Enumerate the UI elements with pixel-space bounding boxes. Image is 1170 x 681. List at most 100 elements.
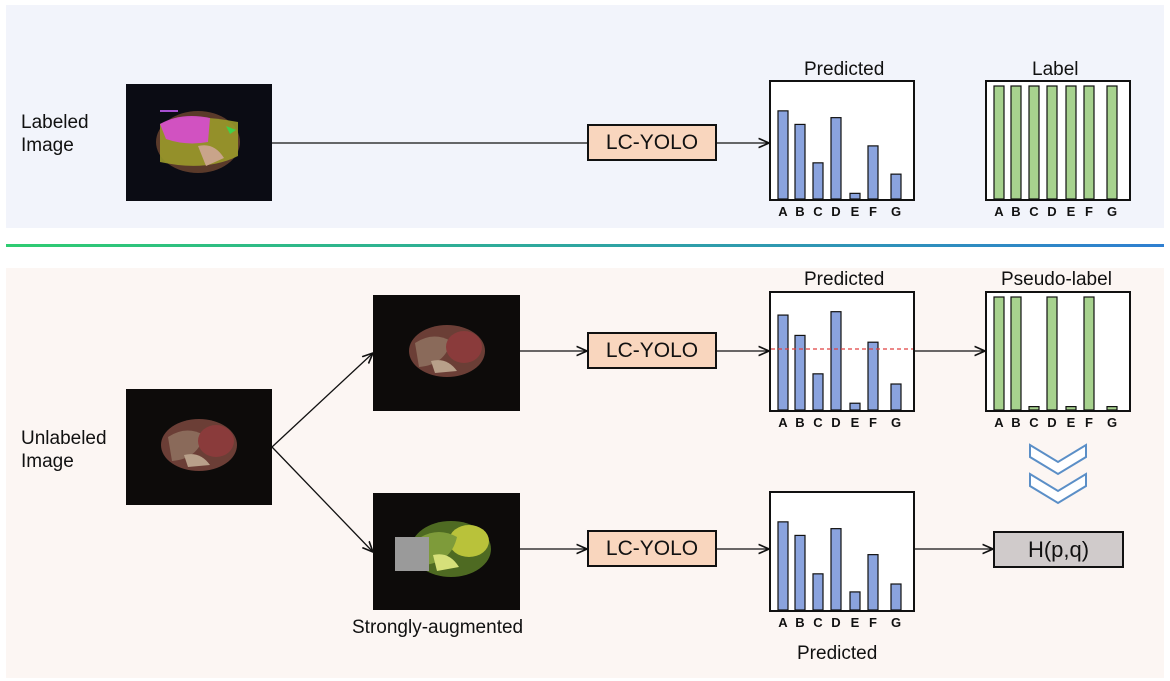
tick-label-g: G: [891, 415, 901, 430]
bar-b: [1010, 296, 1022, 411]
bar-b: [1010, 85, 1022, 200]
tick-label-a: A: [994, 415, 1004, 430]
bar-f: [867, 341, 879, 411]
section-divider: [6, 244, 1164, 247]
bar-c: [812, 162, 824, 200]
chart-frame: [985, 291, 1131, 412]
label-title: Label: [1032, 59, 1079, 80]
tick-label-g: G: [891, 204, 901, 219]
tick-label-g: G: [1107, 415, 1117, 430]
bar-d: [1046, 296, 1058, 411]
unlabeled-image-label: Unlabeled Image: [21, 427, 107, 473]
tick-label-c: C: [1029, 415, 1039, 430]
bar-e: [1065, 406, 1077, 411]
cross-entropy-loss-box: H(p,q): [993, 531, 1124, 568]
predicted-title-strong: Predicted: [797, 643, 878, 664]
bar-d: [830, 117, 842, 200]
bar-a: [777, 521, 789, 611]
labeled-label-line1: Labeled: [21, 112, 89, 133]
bar-f: [867, 554, 879, 611]
tick-label-d: D: [1047, 415, 1056, 430]
unlabeled-image: [126, 389, 272, 505]
bar-c: [812, 373, 824, 411]
lc-yolo-strong-box: LC-YOLO: [587, 530, 717, 567]
tick-label-a: A: [778, 615, 788, 630]
pseudo-label-title: Pseudo-label: [1001, 269, 1112, 290]
weak-augmented-image: [373, 295, 520, 411]
lc-yolo-labeled-box: LC-YOLO: [587, 124, 717, 161]
tick-label-d: D: [831, 615, 840, 630]
tick-label-e: E: [851, 615, 860, 630]
unlabeled-label-line2: Image: [21, 451, 74, 472]
bar-c: [1028, 85, 1040, 200]
bar-g: [1106, 406, 1118, 411]
bar-g: [890, 173, 902, 200]
tick-label-f: F: [1085, 415, 1093, 430]
tick-label-b: B: [1011, 204, 1020, 219]
bar-g: [890, 383, 902, 411]
bar-e: [1065, 85, 1077, 200]
tick-label-f: F: [869, 615, 877, 630]
labeled-image-label: Labeled Image: [21, 111, 89, 157]
labeled-image: [126, 84, 272, 201]
bar-a: [777, 110, 789, 200]
bar-a: [993, 85, 1005, 200]
tick-label-f: F: [869, 415, 877, 430]
tick-label-c: C: [813, 415, 823, 430]
bar-d: [830, 528, 842, 611]
bar-d: [1046, 85, 1058, 200]
chart-frame: [769, 491, 915, 612]
weak-surgery-image: [409, 325, 485, 377]
tick-label-f: F: [869, 204, 877, 219]
bar-a: [777, 314, 789, 411]
labeled-label-line2: Image: [21, 135, 74, 156]
bar-a: [993, 296, 1005, 411]
tick-label-f: F: [1085, 204, 1093, 219]
tick-label-b: B: [795, 204, 804, 219]
bar-f: [1083, 85, 1095, 200]
tick-label-e: E: [851, 415, 860, 430]
labeled-surgery-image: [156, 110, 240, 173]
bar-b: [794, 123, 806, 200]
lc-yolo-weak-box: LC-YOLO: [587, 332, 717, 369]
bar-b: [794, 334, 806, 411]
bar-b: [794, 534, 806, 611]
tick-label-b: B: [795, 415, 804, 430]
tick-label-g: G: [891, 615, 901, 630]
tick-label-d: D: [831, 415, 840, 430]
bar-f: [867, 145, 879, 200]
strong-surgery-image: [395, 521, 491, 577]
bar-f: [1083, 296, 1095, 411]
bar-e: [849, 192, 861, 200]
tick-label-c: C: [813, 204, 823, 219]
bar-g: [1106, 85, 1118, 200]
tick-label-d: D: [831, 204, 840, 219]
tick-label-b: B: [1011, 415, 1020, 430]
tick-label-a: A: [778, 415, 788, 430]
tick-label-c: C: [813, 615, 823, 630]
unlabeled-surgery-image: [161, 419, 237, 471]
tick-label-g: G: [1107, 204, 1117, 219]
predicted-title-weak: Predicted: [804, 269, 885, 290]
tick-label-d: D: [1047, 204, 1056, 219]
bar-g: [890, 583, 902, 611]
bar-d: [830, 311, 842, 411]
bar-c: [1028, 406, 1040, 411]
bar-e: [849, 402, 861, 411]
strong-augmented-caption: Strongly-augmented: [352, 617, 524, 638]
tick-label-a: A: [994, 204, 1004, 219]
bar-c: [812, 573, 824, 611]
tick-label-e: E: [1067, 415, 1076, 430]
chart-frame: [985, 80, 1131, 201]
bar-e: [849, 591, 861, 611]
